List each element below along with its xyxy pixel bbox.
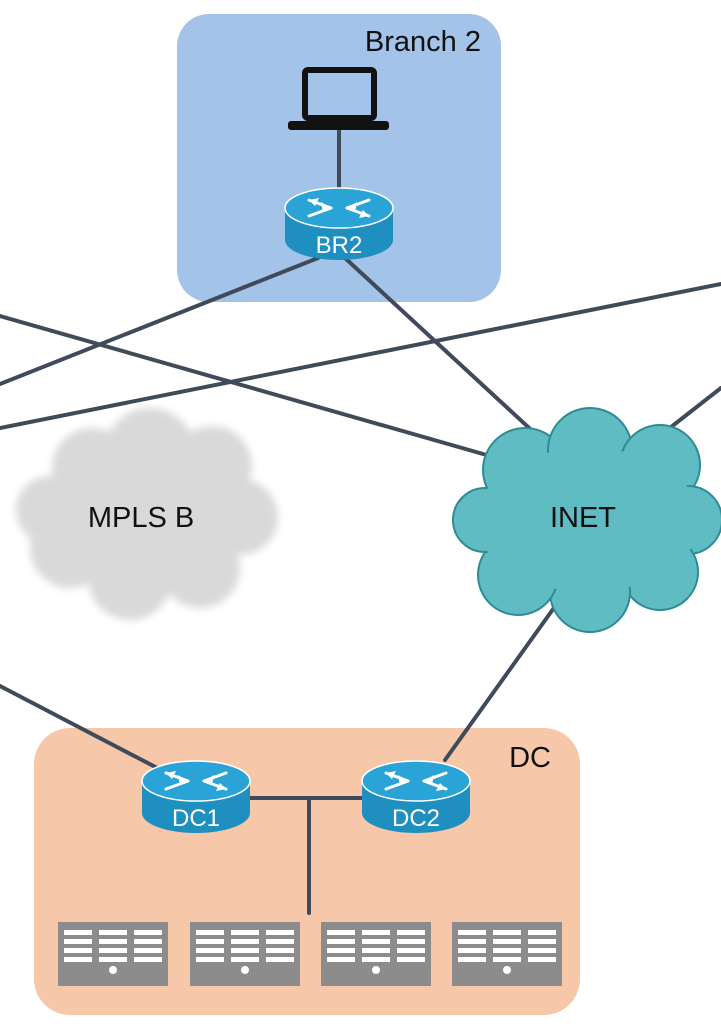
- br2-label: BR2: [316, 232, 363, 259]
- server-icon: [190, 922, 230, 986]
- server-icon: [356, 922, 396, 986]
- server-rack-4: [452, 922, 562, 986]
- link-br2-inet: [343, 256, 542, 440]
- dc-zone-label: DC: [509, 742, 551, 774]
- server-icon: [522, 922, 562, 986]
- mpls-b-label: MPLS B: [88, 502, 194, 534]
- router-icon: [141, 760, 251, 833]
- router-icon: [284, 187, 394, 260]
- server-icon: [452, 922, 492, 986]
- server-icon: [487, 922, 527, 986]
- server-rack-3: [321, 922, 431, 986]
- links: [0, 127, 721, 915]
- link-left-right: [0, 282, 721, 430]
- server-icon: [321, 922, 361, 986]
- dc2-label: DC2: [392, 805, 440, 832]
- link-left-inet: [0, 314, 492, 458]
- mpls-b-cloud: MPLS B: [16, 408, 278, 620]
- server-icon: [260, 922, 300, 986]
- dc2-router[interactable]: DC2: [361, 760, 471, 833]
- link-left-dc1: [0, 684, 167, 774]
- link-br2-left: [0, 256, 320, 386]
- router-icon: [361, 760, 471, 833]
- server-icon: [391, 922, 431, 986]
- dc1-label: DC1: [172, 805, 220, 832]
- inet-label: INET: [550, 502, 616, 534]
- server-icon: [93, 922, 133, 986]
- server-icon: [128, 922, 168, 986]
- br2-router[interactable]: BR2: [284, 187, 394, 260]
- link-inet-dc2: [443, 603, 558, 762]
- server-rack-2: [190, 922, 300, 986]
- branch2-zone-label: Branch 2: [365, 26, 481, 58]
- server-icon: [225, 922, 265, 986]
- server-rack-1: [58, 922, 168, 986]
- server-group: [58, 922, 562, 986]
- laptop-icon: [288, 67, 389, 130]
- server-icon: [58, 922, 98, 986]
- inet-cloud: INET: [452, 407, 721, 633]
- dc1-router[interactable]: DC1: [141, 760, 251, 833]
